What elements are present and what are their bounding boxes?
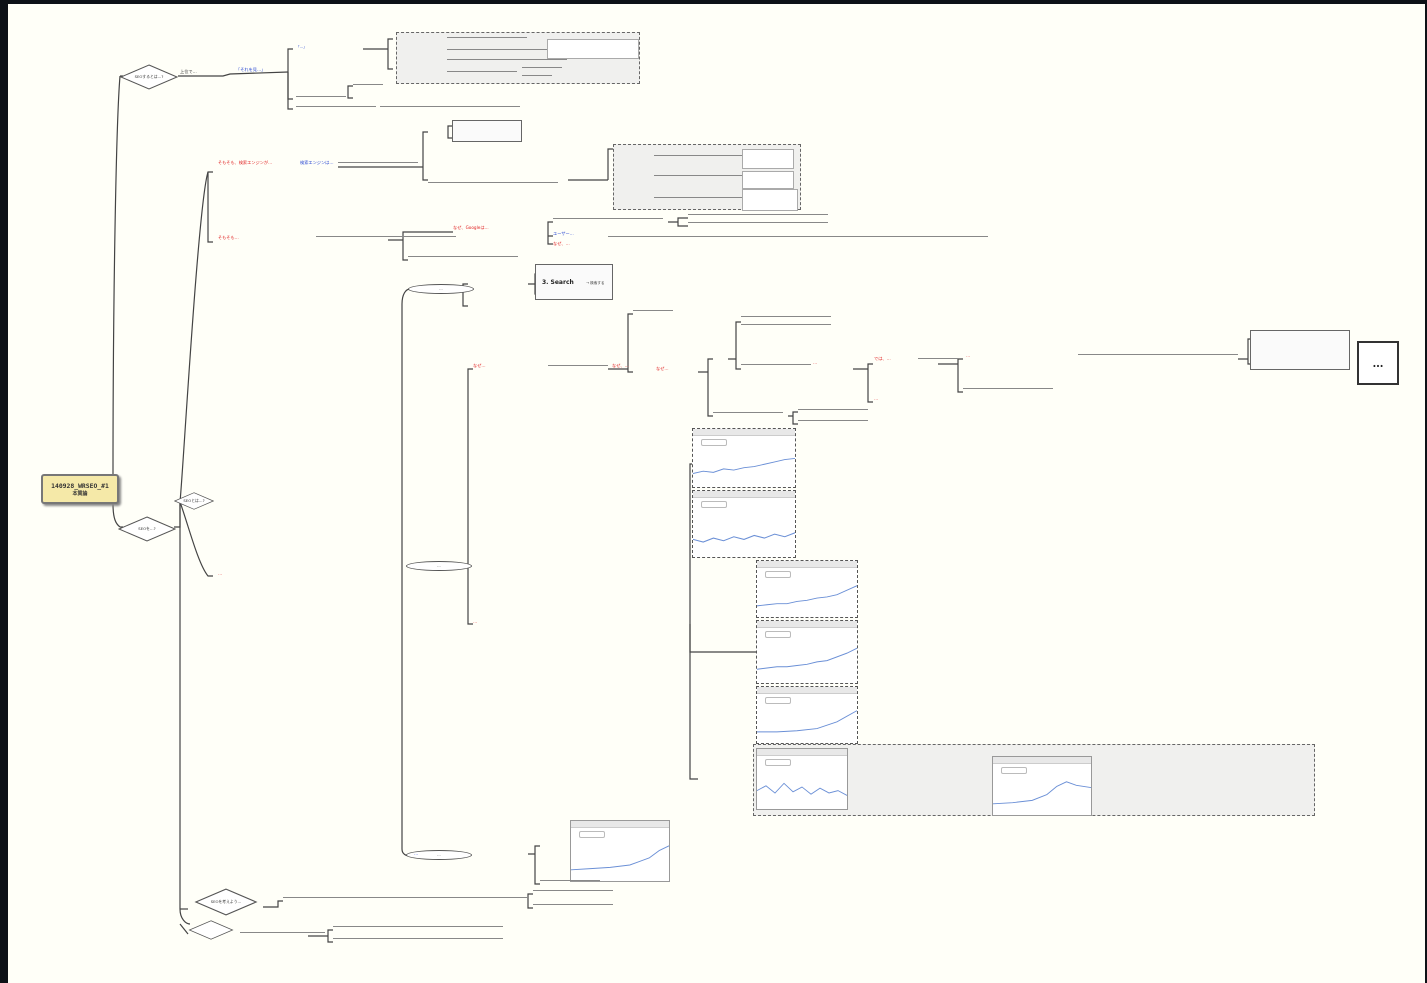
s1-text-e [296, 106, 376, 107]
branch-node-5[interactable] [186, 920, 236, 940]
s3-text-a: そもそも… [218, 235, 239, 240]
s4-rule-e [741, 364, 811, 365]
s4-text-b: なぜ、… [612, 363, 629, 368]
s8-text-b: … [414, 851, 419, 856]
s1-text-d [296, 96, 346, 97]
s1-text-b: 「それを見…」 [236, 67, 266, 72]
bottom-rule-f [333, 938, 503, 939]
s3-text-d: なぜ、… [553, 241, 570, 246]
thumb-chart-2 [692, 490, 796, 558]
thumb-chart-1 [692, 428, 796, 488]
s1-text-a: 上位で… [180, 69, 197, 74]
ellipse-node-2[interactable]: … [406, 561, 472, 571]
branch-node-4[interactable]: SEOを考えよう… [186, 888, 266, 916]
s4-rule-g [1078, 354, 1238, 355]
root-node[interactable]: 140928_WRSEO_#1 本質論 [41, 474, 119, 504]
s3-rule [316, 236, 456, 237]
ellipse-node-1[interactable]: … [408, 284, 474, 294]
thumb-chart-3 [756, 560, 858, 618]
bottom-rule-g [540, 880, 600, 881]
s5-text-b: … [813, 360, 818, 365]
s6-text-a: では、… [874, 356, 891, 361]
s4-rule-h [963, 388, 1053, 389]
branch-node-3[interactable]: SEOとは…? [174, 492, 214, 510]
s3-rule-c [608, 236, 988, 237]
s3-rule-f [408, 256, 518, 257]
s3-rule-e [688, 222, 828, 223]
s2-text-a: そもそも、検索エンジンが… [218, 160, 273, 165]
ellipse-node-3[interactable]: … [406, 850, 472, 860]
thumb-chart-4 [756, 620, 858, 684]
branch-label-1: SEOするとは…? [134, 74, 164, 79]
thumb-chart-5 [756, 686, 858, 744]
branch-label-3: SEOとは…? [183, 498, 205, 503]
branch-label-4: SEOを考えよう… [210, 899, 242, 904]
s7-text-a: … [874, 396, 879, 401]
thumb-chart-8 [570, 820, 670, 882]
thumb-chart-7 [992, 756, 1092, 816]
s2-desc [428, 172, 558, 183]
group-box-2 [452, 120, 522, 142]
group-box-search: 3. Search → 検索する [535, 264, 613, 300]
s5-text-a: なぜ… [656, 366, 669, 371]
group-box-right [1250, 330, 1350, 370]
bottom-rule-e [333, 926, 503, 927]
mindmap-canvas: 140928_WRSEO_#1 本質論 SEOするとは…? SEOを…? SEO… [8, 4, 1425, 983]
s4-rule-k [798, 420, 868, 421]
root-subtitle: 本質論 [72, 490, 88, 497]
search-label-b: → 検索する [586, 281, 605, 285]
s4-rule-i [713, 412, 783, 413]
s4-rule [548, 365, 608, 366]
s4-rule-j [798, 409, 868, 410]
s7-text-b: … [218, 571, 223, 576]
logo-image: … [1357, 341, 1399, 385]
bottom-rule-b [533, 890, 613, 891]
s1-text-c: 「…」 [296, 45, 307, 49]
bottom-rule-d [240, 932, 325, 933]
s4-text-a: なぜ… [473, 363, 486, 368]
bottom-rule-c [533, 904, 613, 905]
s4-rule-b [633, 310, 673, 311]
s3-text-b: なぜ、Googleは… [453, 225, 489, 230]
group-box-1 [396, 32, 640, 84]
s6-text-b: … [966, 353, 971, 358]
thumb-chart-6 [756, 748, 848, 810]
s4-rule-f [918, 358, 958, 359]
branch-node-1[interactable]: SEOするとは…? [120, 64, 178, 90]
s1-text-g [380, 106, 520, 107]
s4-rule-c [741, 316, 831, 317]
s2-text-b: 検索エンジンは… [300, 160, 334, 165]
search-label: 3. Search [542, 279, 574, 286]
root-title: 140928_WRSEO_#1 [51, 481, 109, 490]
s8-text-a: … [473, 619, 478, 624]
branch-node-2[interactable]: SEOを…? [118, 516, 176, 542]
s3-text-c: ユーザー… [553, 231, 574, 236]
group-box-3 [613, 144, 801, 211]
bottom-rule-a [283, 897, 528, 898]
branch-label-2: SEOを…? [138, 526, 156, 531]
s2-rule [338, 162, 418, 163]
s3-rule-b [553, 218, 663, 219]
s4-rule-d [741, 324, 831, 325]
s3-rule-d [688, 214, 828, 215]
s1-text-f [353, 84, 383, 85]
